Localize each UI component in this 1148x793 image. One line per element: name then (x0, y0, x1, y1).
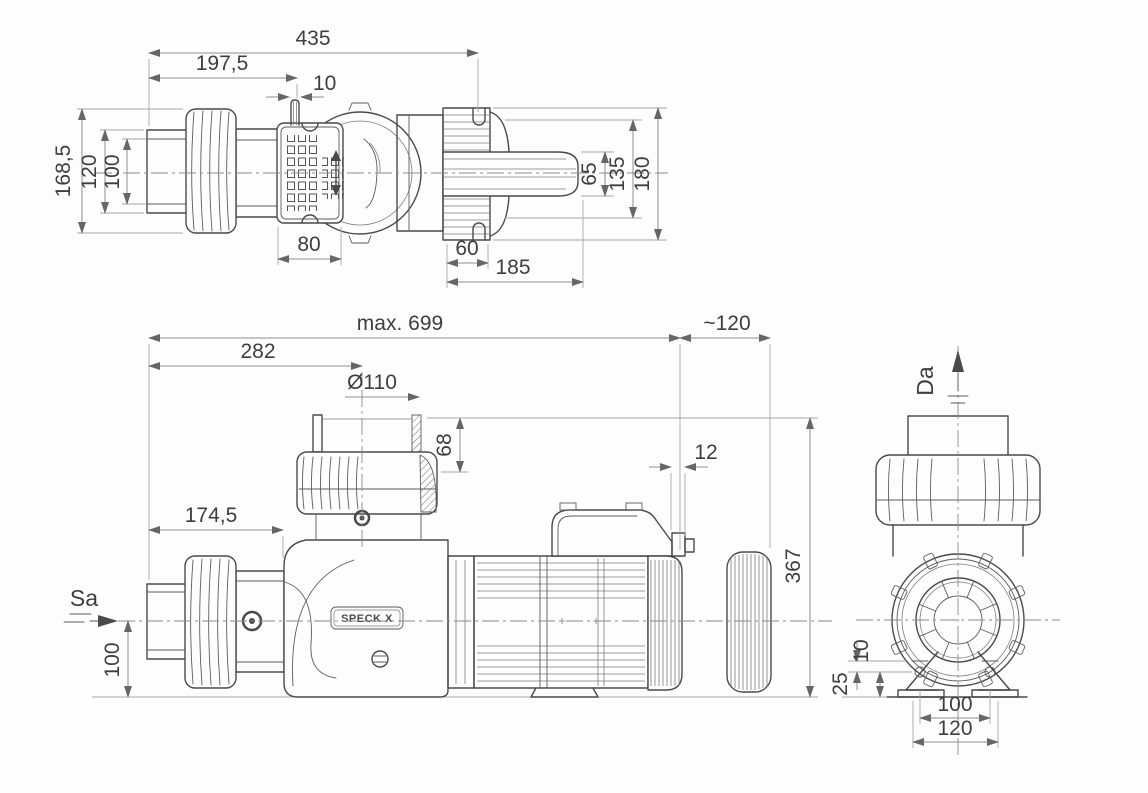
discharge-flow-label: Da (912, 366, 938, 396)
side-motor (447, 502, 695, 698)
dim-top-shaft-housing-width: 65 (578, 162, 601, 185)
dim-end-foot-width: 120 (937, 717, 972, 740)
dim-top-mid-width: 135 (606, 156, 629, 191)
fan-guard-removed (726, 551, 772, 693)
motor-foot (530, 687, 599, 698)
suction-arrow-icon (98, 615, 118, 627)
dim-side-inlet-to-face: 174,5 (185, 504, 238, 527)
top-suction-assembly (146, 108, 285, 234)
side-pump-housing (283, 539, 449, 698)
top-shaft-housing (442, 151, 579, 197)
dim-top-motor-length: 185 (495, 256, 530, 279)
dim-top-overall-height: 168,5 (52, 145, 75, 198)
dim-top-bracket-width: 80 (297, 233, 320, 256)
side-view: SPECK X (63, 312, 832, 698)
discharge-flow-marker: Da (912, 350, 969, 404)
dim-top-fin-length: 60 (455, 237, 478, 260)
brand-logo-text: SPECK X (341, 613, 393, 625)
discharge-union-nut (296, 451, 438, 515)
end-dimensions: 10 25 100 120 (829, 639, 999, 748)
end-feet (886, 651, 1028, 698)
dim-side-port-height: 68 (433, 433, 456, 456)
dim-side-inlet-to-port: 282 (240, 340, 275, 363)
foot-hole-left (914, 666, 926, 678)
end-view: Da 10 25 100 120 (829, 346, 1060, 757)
dim-side-removal-gap: ~120 (703, 312, 750, 335)
dim-top-fin-width: 180 (631, 156, 654, 191)
discharge-arrow-icon (952, 350, 964, 372)
dim-side-lug-width: 12 (694, 441, 717, 464)
terminal-box (551, 509, 673, 557)
top-union-nut (185, 108, 237, 234)
dim-side-max-length: max. 699 (357, 312, 443, 335)
dim-side-overall-height: 367 (782, 548, 805, 583)
side-union-nut (184, 555, 237, 689)
top-dimensions: 435 197,5 10 168,5 120 100 80 (52, 27, 667, 288)
dim-end-hole-spacing: 100 (937, 693, 972, 716)
dim-top-plug-offset: 10 (313, 72, 336, 95)
top-view: 435 197,5 10 168,5 120 100 80 (52, 27, 668, 288)
drain-plug (371, 650, 389, 668)
dim-top-inlet-to-plug: 197,5 (196, 52, 249, 75)
tie-bolt-slot (472, 107, 486, 126)
dim-side-axis-height: 100 (101, 642, 124, 677)
dim-top-union-od: 120 (78, 154, 101, 189)
clamp-tabs (890, 552, 1026, 688)
dim-end-foot-height: 25 (829, 672, 852, 695)
side-suction-assembly (146, 555, 285, 689)
top-motor (442, 107, 579, 241)
dim-top-overall: 435 (295, 27, 330, 50)
fan-cowl (647, 555, 683, 691)
conduit-connector (671, 532, 686, 557)
dim-top-hose-id: 100 (101, 154, 124, 189)
impeller-spokes (918, 580, 998, 660)
suction-flow-label: Sa (70, 585, 98, 611)
dim-side-port-diameter: Ø110 (347, 371, 397, 394)
side-discharge-port (296, 414, 438, 541)
side-dimensions: max. 699 282 Ø110 68 ~120 12 174,5 Sa (63, 312, 818, 698)
foot-hole-right (984, 666, 996, 678)
dim-end-slot-height: 10 (850, 639, 873, 662)
logo-plate: SPECK X (330, 606, 404, 630)
suction-flow-marker: Sa (63, 585, 118, 627)
